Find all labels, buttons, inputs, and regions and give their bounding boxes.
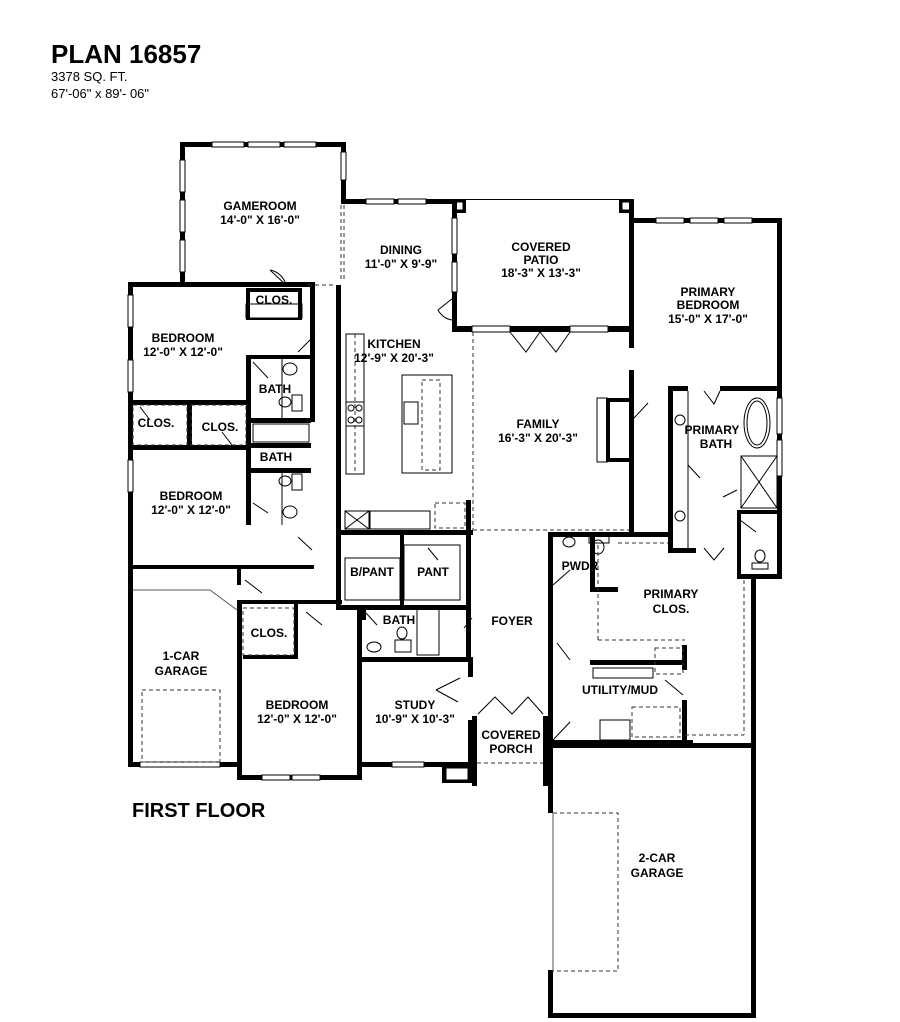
covered-patio-label-2: PATIO: [524, 253, 559, 267]
closet-3-label: CLOS.: [202, 420, 239, 434]
bedroom-3-label: BEDROOM: [266, 698, 329, 712]
covered-patio-size: 18'-3" X 13'-3": [501, 266, 581, 280]
dining-size: 11'-0" X 9'-9": [365, 257, 437, 271]
primary-bath-label-1: PRIMARY: [685, 423, 740, 437]
butler-pantry-label: B/PANT: [350, 565, 394, 579]
bedroom-1-size: 12'-0" X 12'-0": [143, 345, 223, 359]
primary-closet-label-1: PRIMARY: [644, 587, 699, 601]
one-car-garage-label-2: GARAGE: [155, 664, 208, 678]
primary-bedroom-label-2: BEDROOM: [677, 298, 740, 312]
overall-dimensions: 67'-06" x 89'- 06": [51, 86, 150, 101]
family-label: FAMILY: [517, 417, 560, 431]
bath-2-label: BATH: [260, 450, 292, 464]
study-label: STUDY: [395, 698, 436, 712]
floor-label: FIRST FLOOR: [132, 800, 266, 822]
primary-bedroom-label-1: PRIMARY: [681, 285, 736, 299]
bedroom-3-size: 12'-0" X 12'-0": [257, 712, 337, 726]
bath-1-label: BATH: [259, 382, 291, 396]
room-labels: GAMEROOM 14'-0" X 16'-0" DINING 11'-0" X…: [138, 199, 748, 880]
dining-label: DINING: [380, 243, 422, 257]
plan-title: PLAN 16857: [51, 39, 202, 69]
family-size: 16'-3" X 20'-3": [498, 431, 578, 445]
covered-patio-label-1: COVERED: [511, 240, 571, 254]
primary-bedroom-size: 15'-0" X 17'-0": [668, 312, 748, 326]
gameroom-size: 14'-0" X 16'-0": [220, 213, 300, 227]
square-footage: 3378 SQ. FT.: [51, 69, 128, 84]
bedroom-1-label: BEDROOM: [152, 331, 215, 345]
closet-4-label: CLOS.: [251, 626, 288, 640]
bedroom-2-label: BEDROOM: [160, 489, 223, 503]
closet-2-label: CLOS.: [138, 416, 175, 430]
pantry-label: PANT: [417, 565, 449, 579]
two-car-garage-label-2: GARAGE: [631, 866, 684, 880]
kitchen-size: 12'-9" X 20'-3": [354, 351, 434, 365]
two-car-garage-label-1: 2-CAR: [639, 851, 676, 865]
primary-closet-label-2: CLOS.: [653, 602, 690, 616]
closet-1-label: CLOS.: [256, 293, 293, 307]
kitchen-label: KITCHEN: [367, 337, 420, 351]
bath-3-label: BATH: [383, 613, 415, 627]
study-size: 10'-9" X 10'-3": [375, 712, 455, 726]
one-car-garage-label-1: 1-CAR: [163, 649, 200, 663]
gameroom-label: GAMEROOM: [223, 199, 296, 213]
plan-header: PLAN 16857 3378 SQ. FT. 67'-06" x 89'- 0…: [51, 40, 201, 102]
utility-mud-label: UTILITY/MUD: [582, 683, 658, 697]
powder-room-label: PWDR: [562, 559, 599, 573]
bedroom-2-size: 12'-0" X 12'-0": [151, 503, 231, 517]
windows: [127, 141, 783, 781]
primary-bath-label-2: BATH: [700, 437, 732, 451]
covered-porch-label-2: PORCH: [489, 742, 532, 756]
foyer-label: FOYER: [491, 614, 533, 628]
covered-porch-label-1: COVERED: [481, 728, 541, 742]
fixtures-and-details: [132, 205, 778, 972]
door-swings: [139, 269, 757, 741]
